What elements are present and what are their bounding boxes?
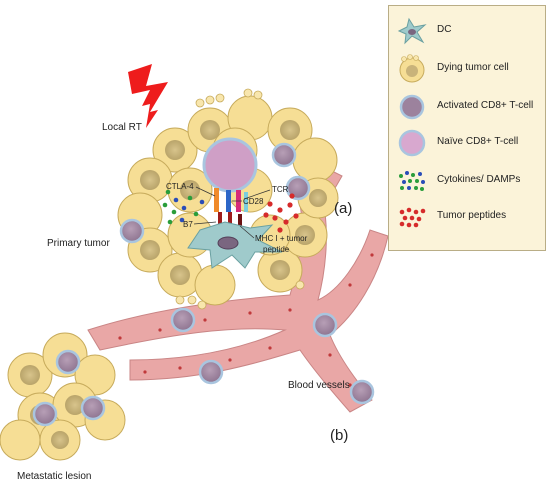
legend-label-activated-cd8: Activated CD8+ T-cell	[437, 100, 534, 111]
legend-label-dying-tumor-cell: Dying tumor cell	[437, 62, 509, 73]
label-metastatic-lesion: Metastatic lesion	[17, 471, 91, 482]
label-mhc-line2: peptide	[263, 245, 290, 254]
tumor-peptides-icon	[399, 207, 426, 228]
label-mhc-line1: MHC I + tumor	[255, 234, 308, 243]
label-panel-a: (a)	[334, 200, 352, 217]
leader-lines	[193, 186, 271, 239]
label-tcr: TCR	[272, 185, 289, 194]
cytokines-damps-icon	[399, 171, 425, 191]
label-blood-vessels: Blood vessels	[288, 380, 350, 391]
legend-item-dying-tumor-cell: Dying tumor cell	[389, 54, 547, 84]
label-panel-b: (b)	[330, 427, 348, 444]
dc-icon	[397, 17, 427, 45]
activated-t-cells-metastasis	[32, 349, 106, 427]
legend-item-tumor-peptides: Tumor peptides	[389, 202, 547, 232]
legend: DC Dying tumor cell Activated CD8+ T-cel…	[388, 5, 546, 251]
legend-item-naive-cd8: Naïve CD8+ T-cell	[389, 128, 547, 158]
radiation-lightning-icon	[128, 64, 168, 128]
naive-t-cell-central	[202, 137, 258, 193]
legend-label-dc: DC	[437, 24, 452, 35]
legend-item-cytokines: Cytokines/ DAMPs	[389, 166, 547, 196]
legend-item-dc: DC	[389, 16, 547, 46]
label-primary-tumor: Primary tumor	[47, 238, 110, 249]
dying-tumor-cell-icon	[399, 54, 425, 83]
dendritic-cell	[187, 221, 283, 269]
legend-label-tumor-peptides: Tumor peptides	[437, 210, 507, 221]
label-ctla4: CTLA-4	[166, 182, 194, 191]
activated-cd8-t-cell-icon	[399, 94, 425, 120]
legend-label-naive-cd8: Naïve CD8+ T-cell	[437, 136, 519, 147]
apoptotic-blebs	[175, 88, 305, 310]
label-cd28: CD28	[243, 197, 264, 206]
cytokine-dots	[162, 189, 205, 225]
naive-cd8-t-cell-icon	[398, 129, 426, 157]
legend-label-cytokines: Cytokines/ DAMPs	[437, 174, 521, 185]
legend-item-activated-cd8: Activated CD8+ T-cell	[389, 92, 547, 122]
tumor-peptide-dots	[263, 193, 299, 233]
label-local-rt: Local RT	[102, 122, 142, 133]
label-b7: B7	[183, 220, 193, 229]
tumor-nuclei	[140, 120, 327, 285]
activated-t-cells-vessel	[170, 307, 375, 405]
